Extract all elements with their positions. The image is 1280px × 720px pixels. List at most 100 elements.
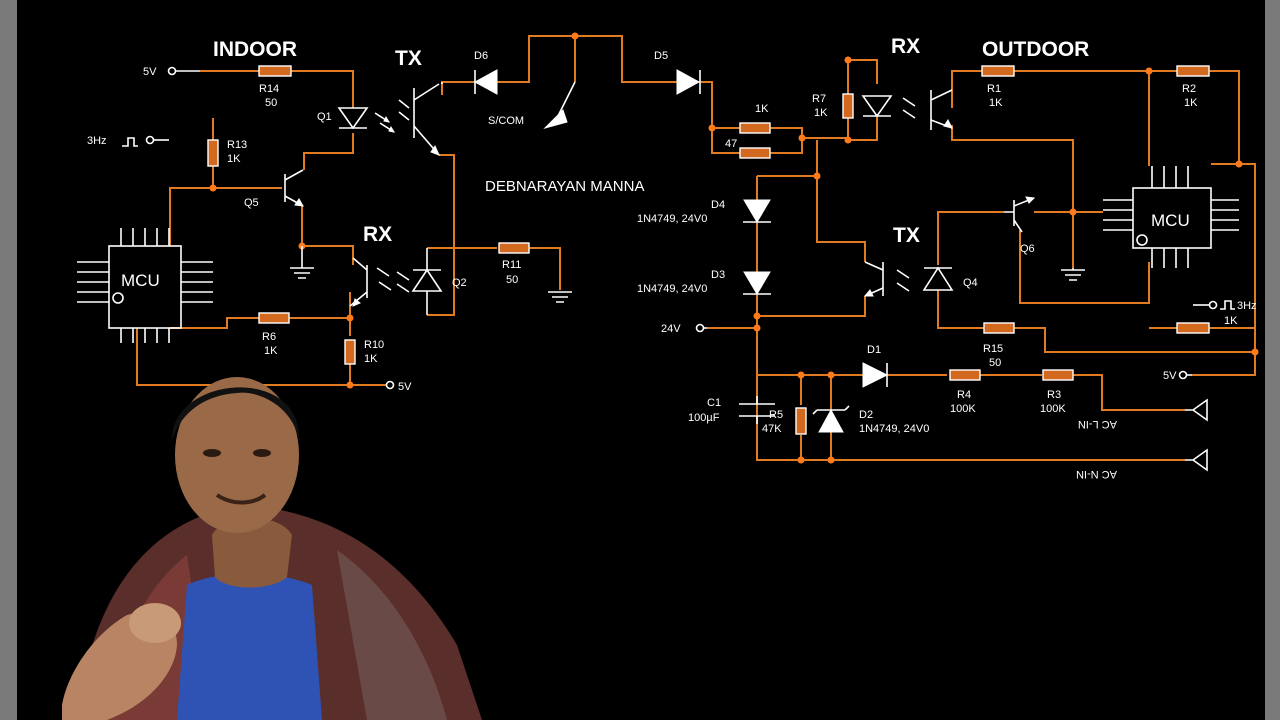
outdoor-tx-title: TX: [893, 224, 920, 247]
resistor-3Hz-out: [1176, 322, 1210, 334]
svg-text:100K: 100K: [1040, 403, 1066, 415]
outdoor-tx-phototransistor: [863, 261, 910, 297]
svg-text:1K: 1K: [227, 153, 241, 165]
label-3hz-indoor: 3Hz: [87, 135, 107, 147]
junction-dots: [209, 32, 1259, 464]
mcu-indoor: [77, 228, 213, 343]
svg-text:R13: R13: [227, 139, 247, 151]
svg-text:1N4749, 24V0: 1N4749, 24V0: [637, 213, 707, 225]
svg-text:R10: R10: [364, 339, 384, 351]
svg-text:Q2: Q2: [452, 277, 467, 289]
label-scom: S/COM: [488, 115, 524, 127]
label-5v-outdoor: 5V: [1163, 370, 1177, 382]
outdoor-tx-led-Q4: [922, 266, 954, 291]
indoor-rx-led-Q2: [396, 248, 443, 315]
indoor-tx-phototransistor: [398, 82, 443, 156]
diodes: [473, 69, 889, 433]
label-24v: 24V: [661, 323, 681, 335]
svg-text:100µF: 100µF: [688, 412, 720, 424]
svg-text:Q4: Q4: [963, 277, 978, 289]
svg-text:50: 50: [265, 97, 277, 109]
indoor-tx-led-Q1: [337, 107, 396, 133]
section-titles: INDOOR OUTDOOR TX RX RX TX DEBNARAYAN MA…: [121, 35, 1190, 290]
svg-text:1K: 1K: [989, 97, 1003, 109]
resistor-R6: [258, 312, 290, 324]
mcu-outdoor-label: MCU: [1151, 211, 1190, 230]
svg-text:D6: D6: [474, 50, 488, 62]
resistor-R4: [949, 369, 981, 381]
svg-text:Q5: Q5: [244, 197, 259, 209]
svg-text:1N4749, 24V0: 1N4749, 24V0: [637, 283, 707, 295]
svg-text:R7: R7: [812, 93, 826, 105]
svg-text:50: 50: [989, 357, 1001, 369]
svg-text:Q6: Q6: [1020, 243, 1035, 255]
transistor-Q5: [284, 169, 304, 207]
label-3hz-outdoor: 3Hz: [1237, 300, 1257, 312]
svg-text:1K: 1K: [264, 345, 278, 357]
diode-D1: [862, 362, 889, 388]
outdoor-rx-led: [861, 95, 916, 119]
svg-text:100K: 100K: [950, 403, 976, 415]
svg-text:1K: 1K: [814, 107, 828, 119]
resistor-R2: [1176, 65, 1210, 77]
svg-text:R4: R4: [957, 389, 971, 401]
svg-text:D1: D1: [867, 344, 881, 356]
indoor-rx-phototransistor: [349, 257, 392, 307]
svg-text:50: 50: [506, 274, 518, 286]
svg-text:D3: D3: [711, 269, 725, 281]
svg-text:R6: R6: [262, 331, 276, 343]
resistor-R5: [795, 407, 807, 435]
resistor-1K-series: [739, 122, 771, 134]
resistor-R15: [983, 322, 1015, 334]
resistor-R13: [207, 139, 219, 167]
label-5v-indoor: 5V: [143, 66, 157, 78]
label-ac-l-in: AC L-IN: [1078, 418, 1117, 430]
svg-text:1K: 1K: [755, 103, 769, 115]
svg-text:Q1: Q1: [317, 111, 332, 123]
svg-text:C1: C1: [707, 397, 721, 409]
outdoor-rx-phototransistor: [930, 89, 953, 130]
ground-symbols: [290, 246, 1085, 303]
svg-text:1K: 1K: [1224, 315, 1238, 327]
indoor-rx-title: RX: [363, 223, 392, 246]
svg-text:R2: R2: [1182, 83, 1196, 95]
svg-text:D4: D4: [711, 199, 725, 211]
diode-D5: [676, 69, 701, 95]
svg-text:R3: R3: [1047, 389, 1061, 401]
indoor-title: INDOOR: [213, 38, 297, 61]
svg-text:1K: 1K: [364, 353, 378, 365]
resistor-R7: [842, 93, 854, 119]
diode-D6: [473, 69, 498, 95]
capacitor-C1: [739, 396, 775, 424]
resistors: [207, 65, 1210, 435]
mcu-outdoor: [1103, 166, 1239, 268]
mcu-indoor-label: MCU: [121, 271, 160, 290]
presenter-avatar: [62, 377, 482, 720]
component-labels: 5V 3Hz 5V 24V 5V 3Hz S/COM AC L-IN AC N-…: [87, 50, 1257, 480]
resistor-R11: [498, 242, 530, 254]
wiring: [136, 35, 1256, 461]
svg-text:47K: 47K: [762, 423, 782, 435]
svg-text:R14: R14: [259, 83, 279, 95]
svg-text:47: 47: [725, 138, 737, 150]
resistor-R10: [344, 339, 356, 365]
resistor-47-series: [739, 147, 771, 159]
author-name: DEBNARAYAN MANNA: [485, 178, 644, 195]
schematic-canvas: INDOOR OUTDOOR TX RX RX TX DEBNARAYAN MA…: [17, 0, 1265, 720]
zener-D2: [812, 405, 850, 433]
presenter-overlay: [37, 345, 557, 720]
terminals: [122, 66, 1235, 472]
svg-text:D5: D5: [654, 50, 668, 62]
resistor-R3: [1042, 369, 1074, 381]
svg-text:R1: R1: [987, 83, 1001, 95]
svg-text:R15: R15: [983, 343, 1003, 355]
indoor-tx-title: TX: [395, 47, 422, 70]
svg-text:1K: 1K: [1184, 97, 1198, 109]
transistor-Q6: [1004, 196, 1036, 233]
scom-arrow: [543, 81, 576, 129]
resistor-R1: [981, 65, 1015, 77]
svg-text:D2: D2: [859, 409, 873, 421]
label-5v-indoor-bottom: 5V: [398, 381, 412, 393]
outdoor-title: OUTDOOR: [982, 38, 1089, 61]
